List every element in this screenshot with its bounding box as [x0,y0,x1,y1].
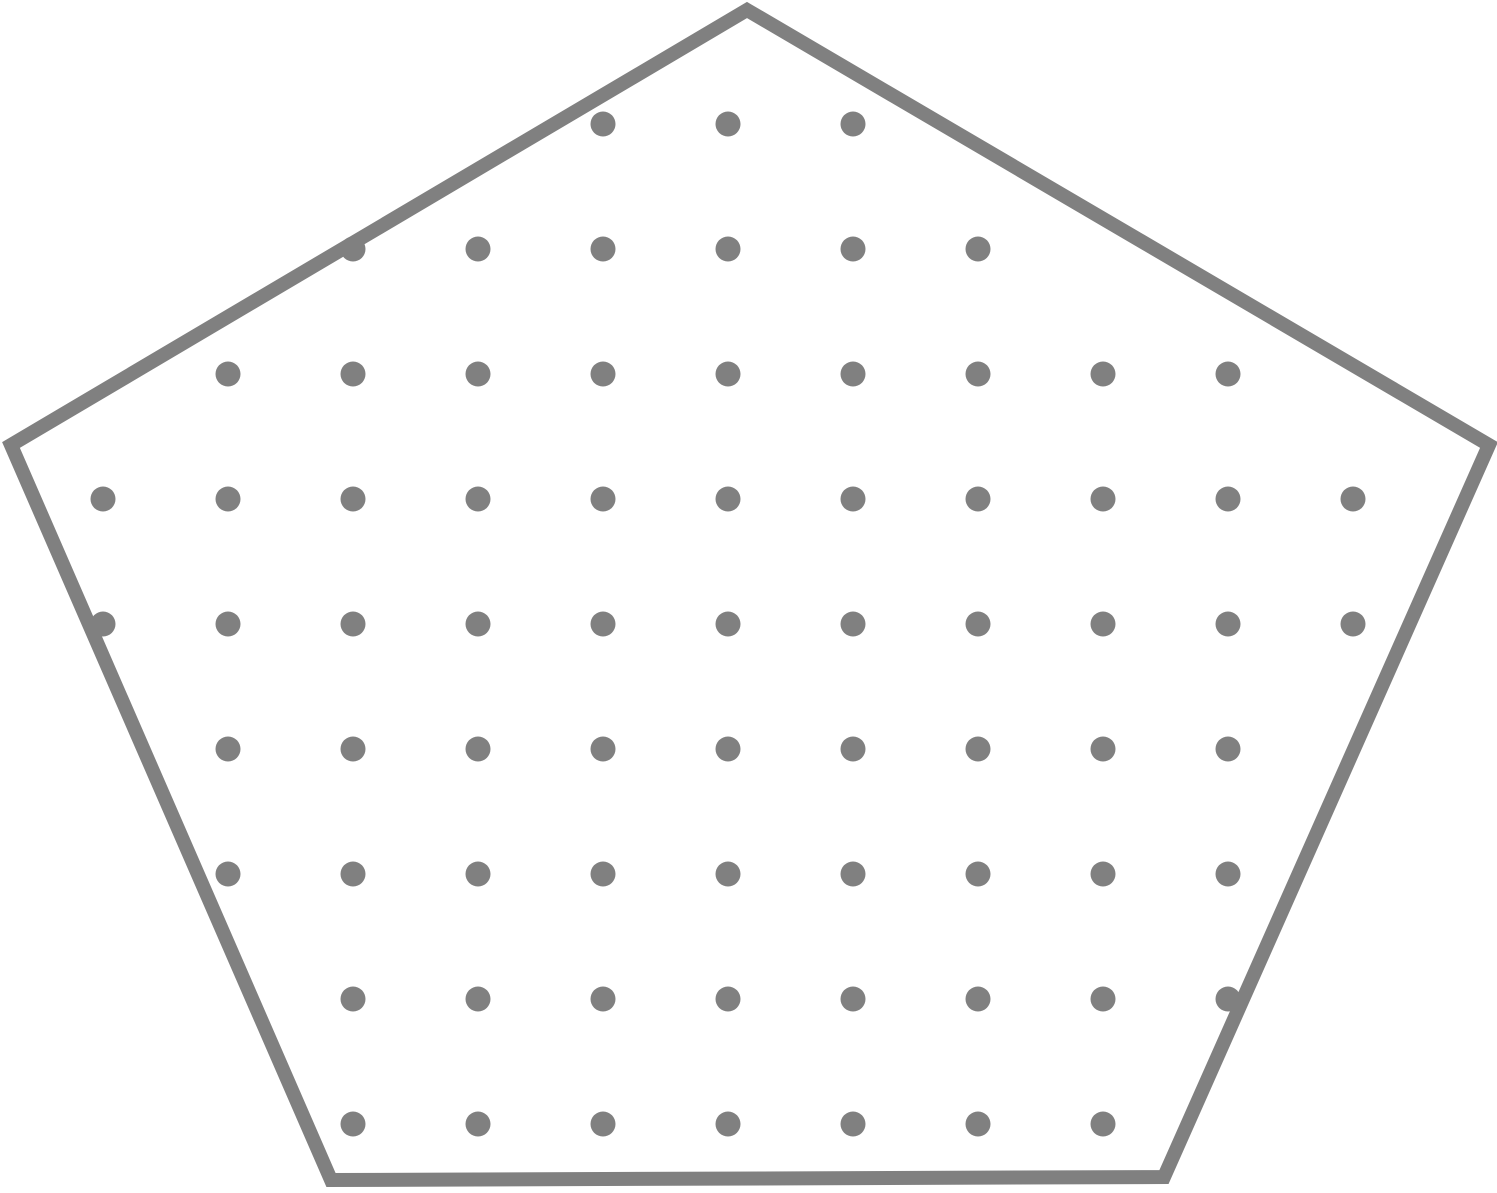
grid-dot [340,486,366,512]
grid-dot [840,1111,866,1137]
grid-dot [965,486,991,512]
grid-dot [340,986,366,1012]
grid-dot [1090,1111,1116,1137]
grid-dot [715,736,741,762]
grid-dot [465,1111,491,1137]
grid-dot [215,861,241,887]
grid-dot [340,361,366,387]
grid-dot [1090,611,1116,637]
grid-dot [590,361,616,387]
grid-dot [590,236,616,262]
grid-dot [590,111,616,137]
grid-dot [1215,486,1241,512]
grid-dot [90,486,116,512]
grid-dot [715,986,741,1012]
grid-dot [590,986,616,1012]
grid-dot [465,736,491,762]
grid-dot [715,1111,741,1137]
grid-dot [590,736,616,762]
grid-dot [465,236,491,262]
grid-dot [965,1111,991,1137]
grid-dot [965,611,991,637]
grid-dot [965,736,991,762]
grid-dot [590,486,616,512]
grid-dot [215,736,241,762]
grid-dot [1090,361,1116,387]
grid-dot [465,861,491,887]
grid-dot [715,861,741,887]
grid-dot [1215,861,1241,887]
grid-dot [465,361,491,387]
grid-dot [1340,486,1366,512]
grid-dot [1090,861,1116,887]
grid-dot [840,611,866,637]
grid-dot [965,861,991,887]
grid-dot [715,111,741,137]
grid-dot [465,611,491,637]
grid-dot [1340,611,1366,637]
grid-dot [965,361,991,387]
grid-dot [840,861,866,887]
grid-dot [590,861,616,887]
grid-dot [590,611,616,637]
grid-dot [840,236,866,262]
grid-dot [840,486,866,512]
grid-dot [1090,486,1116,512]
dot-grid [90,111,1366,1137]
grid-dot [215,611,241,637]
grid-dot [215,361,241,387]
grid-dot [840,736,866,762]
grid-dot [840,111,866,137]
grid-dot [715,486,741,512]
grid-dot [215,486,241,512]
grid-dot [1215,736,1241,762]
grid-dot [465,486,491,512]
grid-dot [715,611,741,637]
grid-dot [715,361,741,387]
grid-dot [1215,361,1241,387]
grid-dot [590,1111,616,1137]
grid-dot [965,986,991,1012]
grid-dot [715,236,741,262]
grid-dot [340,611,366,637]
grid-dot [840,986,866,1012]
grid-dot [1090,736,1116,762]
grid-dot [1090,986,1116,1012]
grid-dot [340,1111,366,1137]
grid-dot [965,236,991,262]
grid-dot [465,986,491,1012]
grid-dot [840,361,866,387]
grid-dot [340,736,366,762]
grid-dot [340,861,366,887]
grid-dot [1215,611,1241,637]
